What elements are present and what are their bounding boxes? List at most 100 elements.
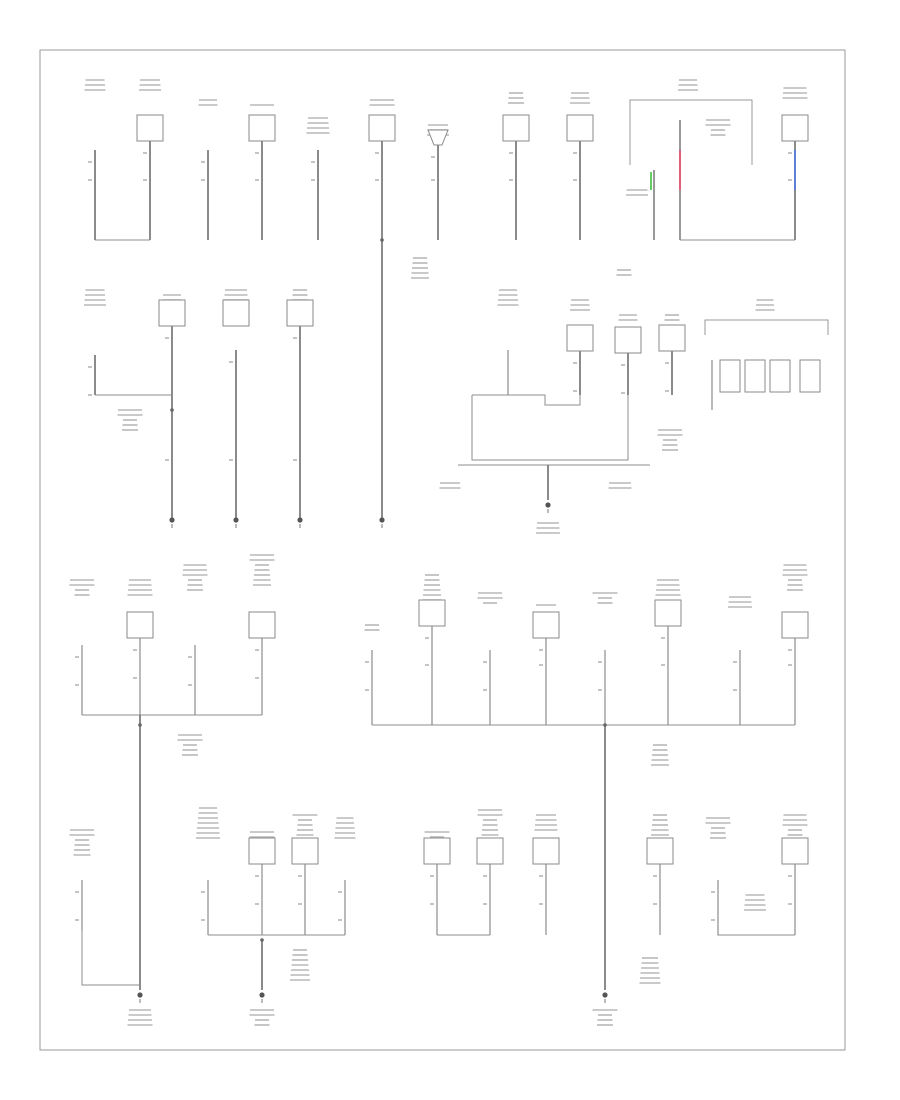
component-connector <box>781 837 809 865</box>
splice-node <box>380 238 384 242</box>
ground-dot <box>297 517 303 523</box>
ground-dot <box>233 517 239 523</box>
sub-connector <box>744 359 766 393</box>
ground-symbol-2 <box>233 517 239 528</box>
ground-dot <box>137 992 143 998</box>
component-label <box>570 92 590 104</box>
component-connector <box>368 114 396 142</box>
ground-dot <box>259 992 265 998</box>
component-connector <box>658 324 686 352</box>
component-connector <box>476 837 504 865</box>
component-connector <box>286 299 314 327</box>
ground-dot <box>602 992 608 998</box>
component-label <box>127 579 153 596</box>
component-label <box>782 87 808 99</box>
component-label <box>182 564 208 591</box>
component-label <box>139 79 161 91</box>
pin-label-block <box>626 189 648 196</box>
component-label <box>292 814 318 836</box>
component-label <box>655 579 681 596</box>
ground-symbol-6 <box>137 992 143 1003</box>
component-label <box>755 299 775 311</box>
component-label <box>570 299 590 311</box>
component-label <box>744 894 766 911</box>
connector-shape <box>427 129 449 146</box>
component-label <box>224 289 248 301</box>
component-connector <box>566 114 594 142</box>
splice-label <box>657 429 683 451</box>
splice-node <box>170 408 174 412</box>
component-connector <box>532 837 560 865</box>
wire <box>717 880 795 936</box>
component-label <box>728 596 752 608</box>
ground-layer <box>137 502 608 1003</box>
component-label <box>198 99 218 106</box>
ground-label <box>536 522 560 534</box>
component-label <box>782 814 808 836</box>
component-connector <box>781 114 809 142</box>
component-connector <box>654 599 682 627</box>
splice-layer <box>138 238 607 942</box>
component-label <box>334 817 356 839</box>
sub-connector <box>799 359 821 393</box>
component-label <box>84 79 106 91</box>
component-label <box>477 592 503 604</box>
ground-label <box>127 1009 153 1026</box>
ground-symbol-4 <box>379 517 385 528</box>
ground-label <box>249 1009 275 1026</box>
component-label <box>306 117 330 134</box>
component-label <box>592 592 618 604</box>
ground-dot <box>169 517 175 523</box>
component-label <box>84 289 106 306</box>
splice-label <box>177 734 203 756</box>
component-connector <box>158 299 186 327</box>
component-label <box>497 289 519 306</box>
component-label <box>369 99 395 106</box>
component-connector <box>248 611 276 639</box>
ground-symbol-8 <box>602 992 608 1003</box>
wire <box>472 394 581 406</box>
component-label <box>678 79 698 91</box>
splice-label <box>411 257 429 279</box>
component-connector <box>136 114 164 142</box>
splice-node <box>260 938 264 942</box>
ground-label <box>592 1009 618 1026</box>
component-connector <box>781 611 809 639</box>
component-label <box>364 624 380 631</box>
component-connector <box>248 837 276 865</box>
splice-node <box>138 723 142 727</box>
component-label <box>705 119 731 136</box>
diagram-frame <box>39 49 846 1051</box>
component-connector <box>614 326 642 354</box>
component-label <box>69 829 95 856</box>
splice-label <box>651 744 669 766</box>
component-label <box>439 482 461 489</box>
component-label <box>782 564 808 591</box>
component-label <box>705 817 731 839</box>
splice-label <box>117 409 143 431</box>
ground-symbol-5 <box>545 502 551 513</box>
ground-symbol-1 <box>169 517 175 528</box>
splice-node <box>603 723 607 727</box>
sub-connector <box>769 359 791 393</box>
component-label <box>508 92 524 104</box>
component-connector <box>566 324 594 352</box>
wire-layer <box>81 99 829 990</box>
component-label <box>664 314 680 321</box>
component-label <box>608 482 632 489</box>
sub-connector <box>719 359 741 393</box>
component-connector <box>126 611 154 639</box>
component-label <box>618 314 638 321</box>
component-connector <box>222 299 250 327</box>
component-label <box>69 579 95 596</box>
component-label <box>534 814 558 831</box>
ground-symbol-3 <box>297 517 303 528</box>
component-layer <box>69 79 821 1026</box>
component-label <box>196 807 220 839</box>
ground-dot <box>545 502 551 508</box>
component-outline <box>704 319 829 335</box>
component-connector <box>291 837 319 865</box>
splice-label <box>639 957 661 984</box>
component-connector <box>502 114 530 142</box>
